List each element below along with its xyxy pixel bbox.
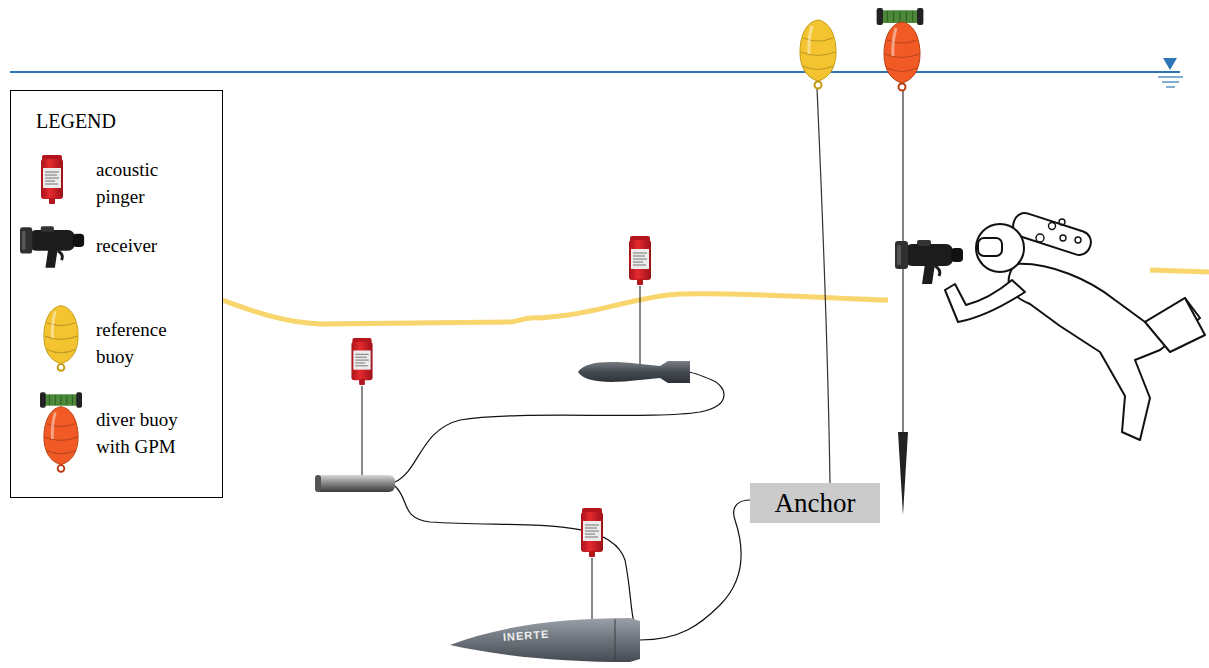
- anchor-box: Anchor: [750, 483, 880, 523]
- object-marking: INERTE: [503, 628, 550, 643]
- node-label: Anchor: [775, 488, 856, 519]
- legend-label: reference buoy: [96, 316, 208, 370]
- legend-label: diver buoy with GPM: [96, 406, 208, 460]
- legend-heading: LEGEND: [36, 110, 116, 133]
- legend-label: acoustic pinger: [96, 156, 208, 210]
- legend-label: receiver: [96, 232, 208, 259]
